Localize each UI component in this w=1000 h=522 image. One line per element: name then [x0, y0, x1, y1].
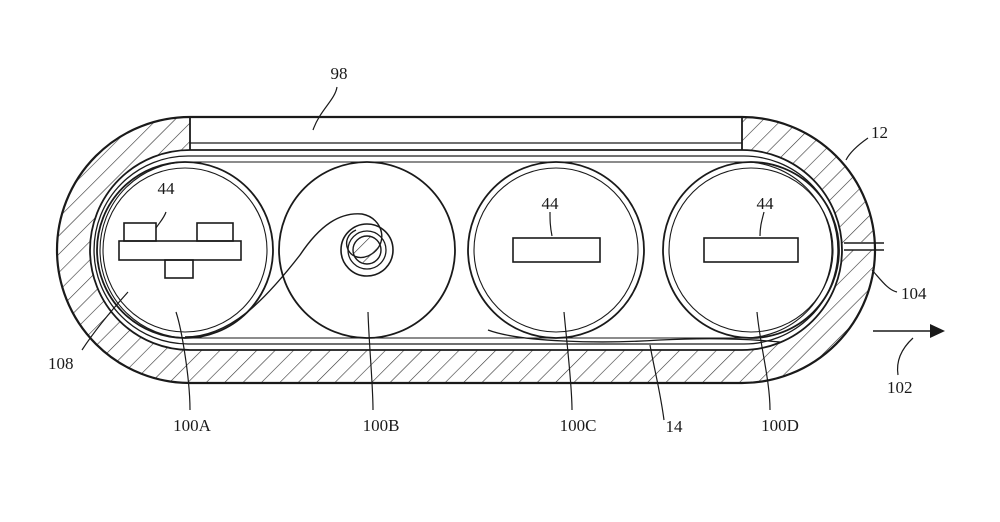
label-100b: 100B	[363, 416, 400, 435]
label-44-a: 44	[158, 179, 176, 198]
component-44d	[703, 237, 799, 263]
roller-100d	[662, 161, 840, 339]
top-window-98	[189, 117, 743, 150]
label-12: 12	[871, 123, 888, 142]
roller-100a	[96, 161, 274, 339]
spindle-hub	[352, 235, 382, 265]
label-108: 108	[48, 354, 74, 373]
gap-104	[844, 242, 884, 251]
leader-lines	[81, 86, 914, 421]
housing-shell	[40, 100, 940, 400]
direction-arrow-102	[873, 324, 945, 338]
label-100a: 100A	[173, 416, 212, 435]
label-98: 98	[331, 64, 348, 83]
label-104: 104	[901, 284, 927, 303]
label-14: 14	[666, 417, 684, 436]
label-44-c: 44	[542, 194, 560, 213]
label-100c: 100C	[560, 416, 597, 435]
label-100d: 100D	[761, 416, 799, 435]
roller-100b	[278, 161, 456, 339]
component-44a	[118, 222, 242, 279]
label-102: 102	[887, 378, 913, 397]
label-44-d: 44	[757, 194, 775, 213]
roller-100c	[467, 161, 645, 339]
reference-labels: 98 12 104 102 108 14 44 44 44 100A 100B …	[48, 64, 927, 436]
component-44c	[512, 237, 601, 263]
